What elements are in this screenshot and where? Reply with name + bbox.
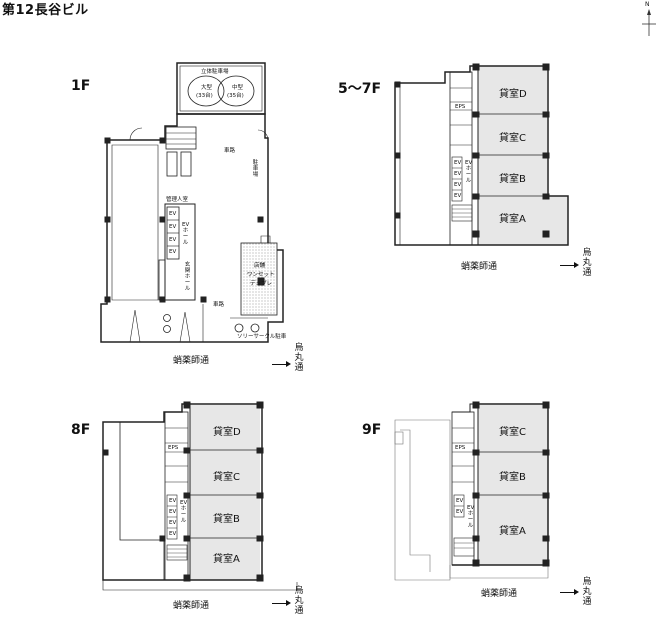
f5-ev-1: EV [454,160,462,166]
floor-9f-plan [394,401,550,581]
cycle-parking-label: ソリーサークル駐車 [237,334,287,340]
f5-eps-label: EPS [455,104,466,110]
parking-side-label: 駐車場 [252,160,259,178]
f9-room-a: 貸室A [499,526,526,537]
f9-street-label: 蛸薬師通 [481,589,518,599]
f5-room-c: 貸室C [499,133,526,144]
parking-large-count: (33台) [196,93,213,99]
f9-side-street-label: 烏丸通 [582,577,592,607]
f8-room-b: 貸室B [213,514,240,525]
f5-ev-4: EV [454,193,462,199]
f5-street-label: 蛸薬師通 [461,262,498,272]
f8-ev-4: EV [169,531,177,537]
f1-ev-hall-label: EVホール [182,222,190,246]
f9-arrow-head-icon [574,589,579,595]
f1-arrow-line [272,364,287,365]
f5-ev-2: EV [454,171,462,177]
f9-arrow-line [560,592,575,593]
f9-ev-hall-label: EVホール [467,505,475,529]
f8-ev-1: EV [169,498,177,504]
f1-ev-3: EV [169,237,177,243]
parking-medium-count: (35台) [227,93,244,99]
restaurant-label-1: 店舗 [254,263,266,269]
f9-ev-1: EV [456,498,464,504]
floor-9f-label: 9F [362,422,382,438]
north-compass: N [641,1,657,36]
parking-medium: 中型 [232,85,244,91]
f1-street-label: 蛸薬師通 [173,356,210,366]
f9-eps-label: EPS [455,445,466,451]
f8-ev-2: EV [169,509,177,515]
north-label: N [645,1,650,8]
floor-1f-plan [100,62,284,343]
f5-arrow-line [560,265,575,266]
f8-room-d: 貸室D [213,427,241,438]
f5-room-b: 貸室B [499,174,526,185]
f8-eps-label: EPS [168,445,179,451]
f8-room-a: 貸室A [213,554,240,565]
parking-title: 立体駐車場 [201,69,229,75]
floor-8f-label: 8F [71,422,91,438]
f8-street-label: 蛸薬師通 [173,601,210,611]
f5-room-a: 貸室A [499,214,526,225]
driveway-upper-label: 車路 [224,148,236,154]
f5-arrow-head-icon [574,262,579,268]
driveway-lower-label: 車路 [213,302,225,308]
f9-room-b: 貸室B [499,472,526,483]
f8-room-c: 貸室C [213,472,240,483]
floor-5-7f-plan [394,63,569,246]
page-title: 第12長谷ビル [2,3,89,18]
f5-room-d: 貸室D [499,89,527,100]
restaurant-label-2: ワンセット [247,272,275,278]
f5-ev-3: EV [454,182,462,188]
f1-ev-2: EV [169,224,177,230]
f1-side-street-label: 烏丸通 [294,343,304,373]
floor-1f-label: 1F [71,78,91,94]
floor-8f-plan [102,401,298,591]
f8-ev-hall-label: EVホール [180,500,188,524]
f1-arrow-head-icon [286,361,291,367]
f1-ev-1: EV [169,211,177,217]
f5-side-street-label: 烏丸通 [582,248,592,278]
f9-room-c: 貸室C [499,427,526,438]
f9-ev-2: EV [456,509,464,515]
f8-arrow-head-icon [286,600,291,606]
f1-ev-4: EV [169,249,177,255]
floor-5-7f-label: 5〜7F [338,81,382,97]
entrance-hall-label: 玄関ホール [184,262,191,292]
f8-side-street-label: 烏丸通 [294,586,304,616]
f8-ev-3: EV [169,520,177,526]
compass-arrow-icon [642,9,656,36]
f5-ev-hall-label: EVホール [465,160,473,184]
restaurant-label-3: デュプレ [250,281,273,287]
admin-room-label: 管理人室 [166,197,189,203]
parking-large: 大型 [201,85,213,91]
f8-arrow-line [272,603,287,604]
